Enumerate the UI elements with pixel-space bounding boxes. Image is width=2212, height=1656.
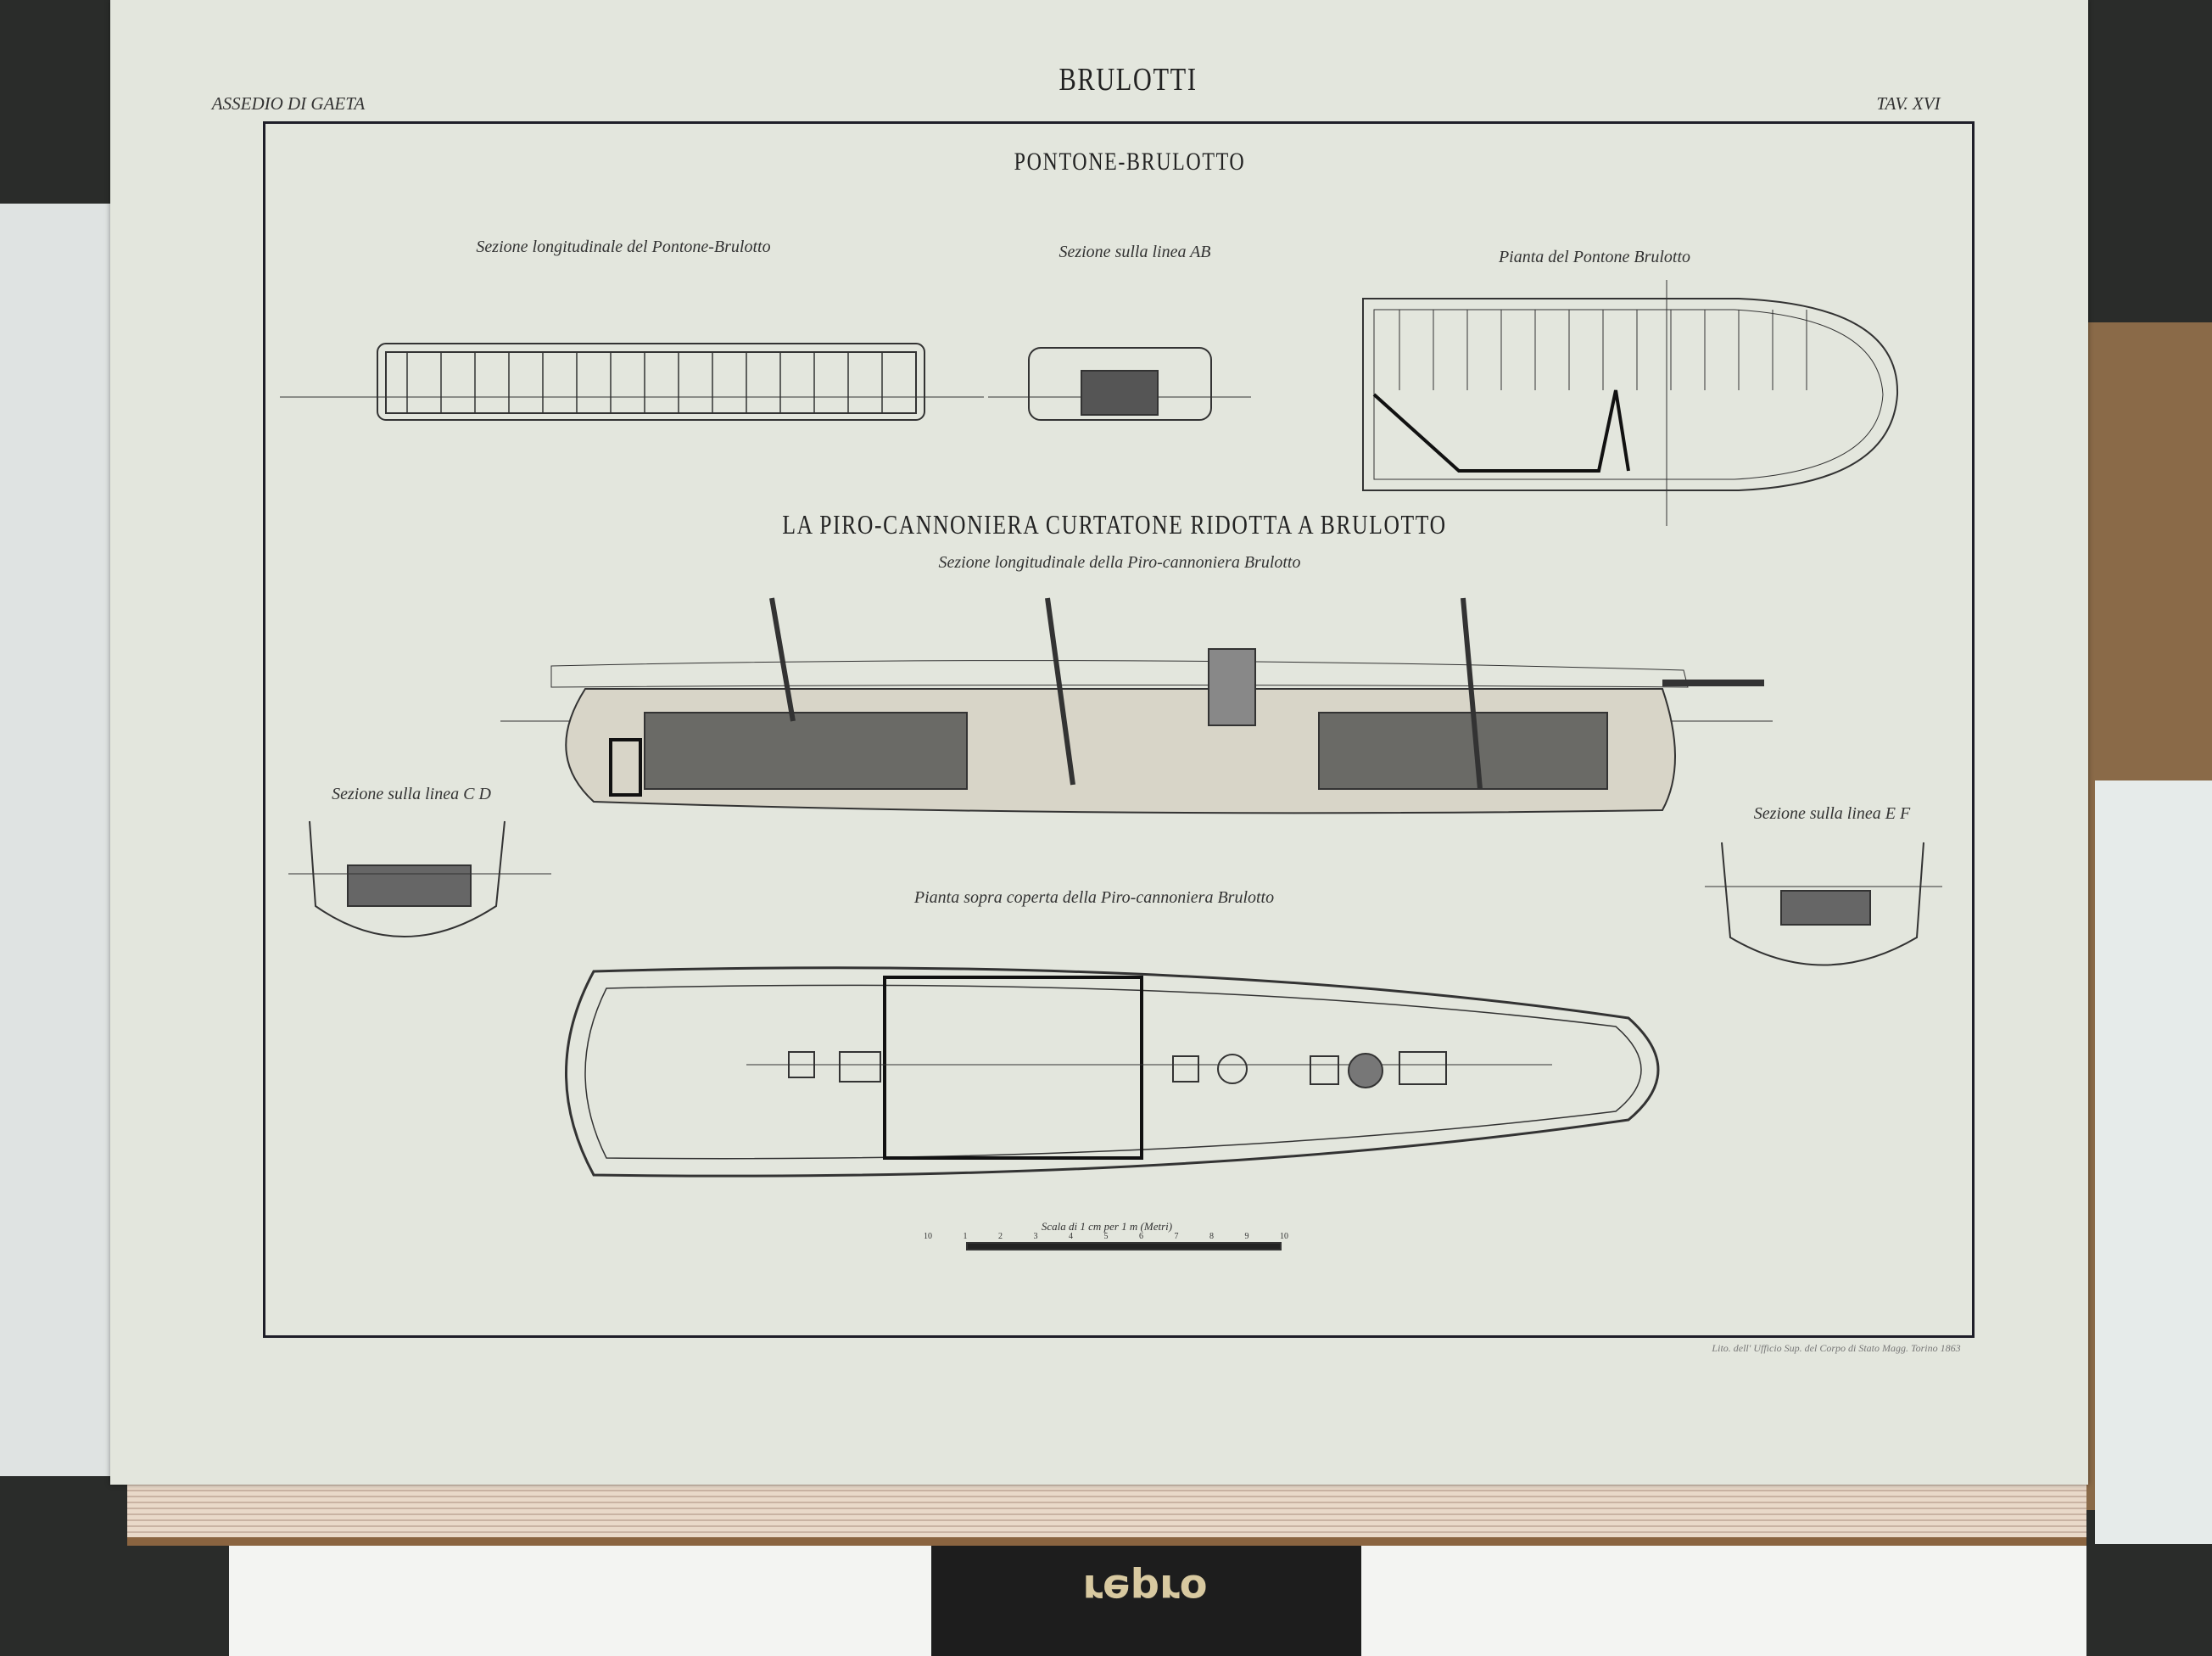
caption-section-ef: Sezione sulla linea E F [1753,804,1911,823]
section2-title: LA PIRO-CANNONIERA CURTATONE RIDOTTA A B… [782,509,1447,540]
repro-device [931,1540,1361,1656]
scale-tick: 10 [924,1232,932,1241]
gunboat-longitudinal-drawing [500,597,1773,814]
scale-tick: 10 [1280,1232,1288,1241]
caption-section-ab: Sezione sulla linea AB [1059,243,1211,261]
series-title: ASSEDIO DI GAETA [211,93,366,114]
pontoon-plan-drawing [1362,280,1899,526]
scale-label: Scala di 1 cm per 1 m (Metri) [1041,1220,1173,1233]
caption-longitudinal-pontoon: Sezione longitudinale del Pontone-Brulot… [476,238,771,256]
plate-number: TAV. XVI [1876,93,1941,114]
scale-tick: 5 [1103,1232,1109,1241]
scale-tick: 3 [1033,1232,1038,1241]
scale-tick: 8 [1209,1232,1214,1241]
plate-title: BRULOTTI [1059,62,1198,98]
section1-title: PONTONE-BRULOTTO [1014,148,1246,176]
section-ef-drawing [1705,842,1942,966]
footer-printer: Lito. dell' Ufficio Sup. del Corpo di St… [1712,1342,1961,1354]
deck-plan-drawing [565,966,1660,1178]
caption-gunboat-longitudinal: Sezione longitudinale della Piro-cannoni… [938,553,1301,572]
scale-tick: 4 [1069,1232,1073,1241]
scale-ticks: 10 1 2 3 4 5 6 7 8 9 10 [924,1232,1288,1241]
scale-tick: 7 [1174,1232,1179,1241]
background-paper-right [2095,780,2212,1544]
scale-tick: 2 [998,1232,1003,1241]
caption-pontoon-plan: Pianta del Pontone Brulotto [1498,248,1691,266]
scale-tick: 1 [963,1232,968,1241]
section-cd-drawing [288,820,551,937]
scale-bar [966,1242,1282,1250]
pontoon-section-ab-drawing [988,347,1251,421]
caption-section-cd: Sezione sulla linea C D [332,785,491,803]
pontoon-longitudinal-drawing [280,343,984,421]
scale-tick: 6 [1139,1232,1143,1241]
caption-deck-plan: Pianta sopra coperta della Piro-cannonie… [913,888,1275,907]
scale-tick: 9 [1244,1232,1249,1241]
plate-frame [263,121,1975,1338]
background-papers [0,204,115,1476]
